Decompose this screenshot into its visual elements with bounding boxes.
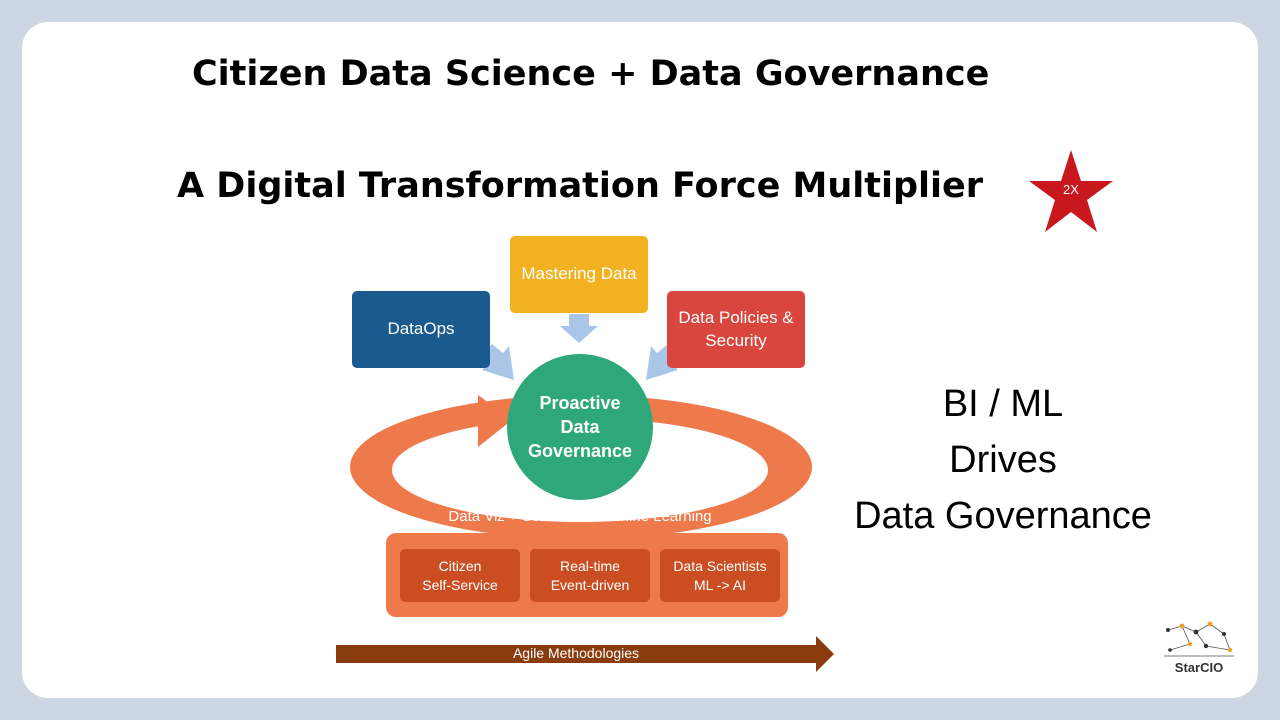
starcio-logo-text: StarCIO xyxy=(1174,660,1224,675)
component-line: ML -> AI xyxy=(693,576,746,593)
statement-line: Drives xyxy=(949,439,1057,481)
mastering-data-box: Mastering Data xyxy=(510,236,648,313)
agile-timeline-arrow xyxy=(336,636,834,672)
agile-methodologies-label: Agile Methodologies xyxy=(512,645,640,661)
statement-text: BI / ML Drives Data Governance xyxy=(820,376,1186,544)
star-icon xyxy=(1029,150,1113,232)
dataops-box: DataOps xyxy=(352,291,490,368)
data-scientists-box: Data Scientists ML -> AI xyxy=(660,549,780,602)
proactive-governance-circle: Proactive Data Governance xyxy=(507,354,653,500)
component-line: Data Scientists xyxy=(673,557,767,574)
mastering-down-arrow xyxy=(560,314,598,343)
star-badge-label: 2X xyxy=(1063,182,1079,197)
proactive-governance-label: Proactive Data Governance xyxy=(527,392,633,462)
dataops-diagonal-arrow xyxy=(482,344,514,380)
component-line: Self-Service xyxy=(422,576,498,593)
slide-subtitle: A Digital Transformation Force Multiplie… xyxy=(177,166,984,206)
statement-line: BI / ML xyxy=(942,383,1064,425)
data-policies-box: Data Policies & Security xyxy=(667,291,805,368)
component-line: Event-driven xyxy=(550,576,630,593)
slide-title: Citizen Data Science + Data Governance xyxy=(192,54,990,94)
component-line: Real-time xyxy=(560,557,620,574)
statement-line: Data Governance xyxy=(854,495,1152,537)
starcio-logo-icon xyxy=(1164,621,1234,657)
loop-label: Data Viz + Science + Machine Learning xyxy=(448,508,712,525)
loop-arrow-head xyxy=(478,395,512,447)
component-line: Citizen xyxy=(438,557,482,574)
